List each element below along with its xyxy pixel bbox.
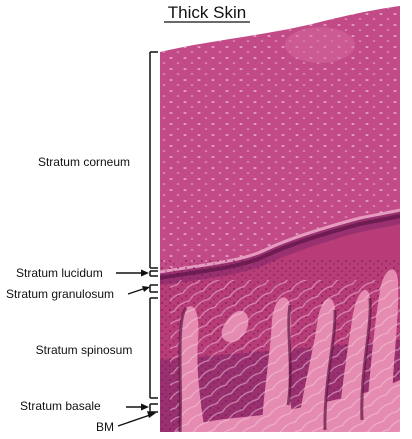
bracket-granulosum [149, 284, 158, 293]
bracket-corneum [149, 51, 158, 269]
bracket-basale [149, 403, 158, 413]
bracket-lucidum [149, 270, 158, 277]
tissue-image [160, 6, 400, 432]
label-stratum-lucidum: Stratum lucidum [16, 266, 103, 280]
label-stratum-corneum: Stratum corneum [38, 155, 130, 169]
label-bm: BM [96, 420, 114, 434]
label-stratum-basale: Stratum basale [20, 399, 101, 413]
layer-brackets [149, 51, 158, 413]
arrow-bm [117, 414, 151, 427]
bracket-spinosum [149, 297, 158, 399]
label-stratum-spinosum: Stratum spinosum [36, 343, 133, 357]
label-arrows [116, 269, 156, 427]
layer-labels: Stratum corneum Stratum lucidum Stratum … [6, 155, 132, 434]
label-stratum-granulosum: Stratum granulosum [6, 287, 114, 301]
diagram-title: Thick Skin [168, 3, 246, 22]
